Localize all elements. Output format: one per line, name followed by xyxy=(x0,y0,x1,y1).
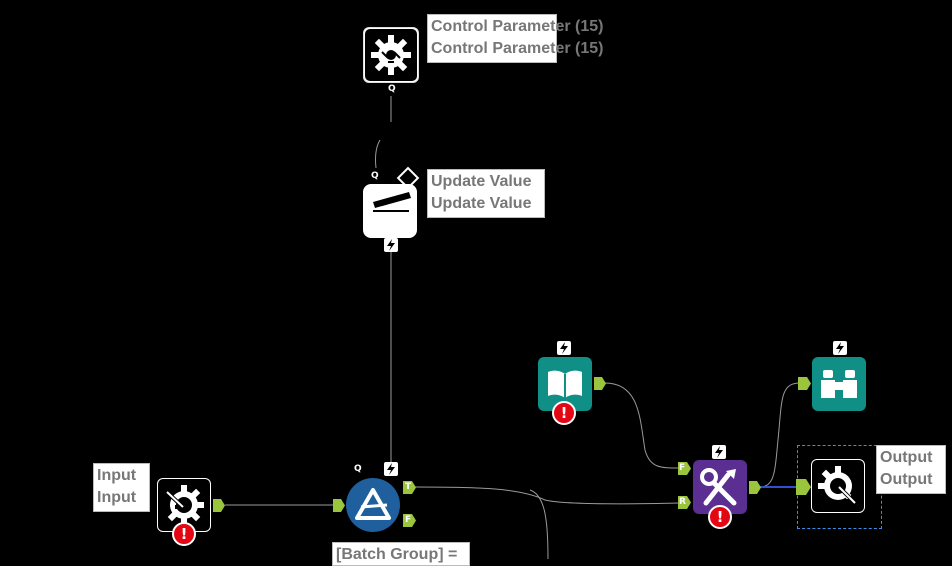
filter-tool[interactable] xyxy=(346,478,400,532)
input-label: Input Input xyxy=(93,463,150,512)
formula-output-anchor[interactable] xyxy=(749,481,761,494)
browse-bolt-anchor[interactable] xyxy=(833,341,847,355)
filter-true-tag: T xyxy=(405,482,412,492)
connection-book-to-formula xyxy=(604,382,681,469)
book-icon xyxy=(548,370,582,398)
label-line: Output xyxy=(880,471,933,488)
book-error-icon: ! xyxy=(552,401,576,425)
label-line: [Batch Group] = xyxy=(336,546,458,563)
formula-error-icon: ! xyxy=(708,505,732,529)
formula-r-input-anchor[interactable] xyxy=(678,496,691,509)
browse-tool[interactable] xyxy=(812,357,866,411)
connection-control-to-update-curve xyxy=(375,139,381,169)
connection-filter-to-formula xyxy=(414,486,681,505)
output-tool[interactable] xyxy=(811,459,865,513)
filter-label: [Batch Group] = xyxy=(332,542,470,566)
filter-true-anchor[interactable] xyxy=(403,481,416,494)
update-value-bolt-anchor[interactable] xyxy=(384,238,398,252)
label-line: Control Parameter (15) xyxy=(431,40,604,57)
formula-r-tag: R xyxy=(679,497,686,507)
binoculars-icon xyxy=(821,370,857,398)
connection-formula-to-browse xyxy=(759,382,801,488)
book-output-anchor[interactable] xyxy=(594,377,606,390)
label-line: Control Parameter (15) xyxy=(431,18,604,35)
filter-false-anchor[interactable] xyxy=(403,514,416,527)
output-input-anchor[interactable] xyxy=(796,479,811,495)
formula-f-input-anchor[interactable] xyxy=(678,462,691,475)
update-value-label: Update Value Update Value xyxy=(427,169,545,218)
formula-f-tag: F xyxy=(679,463,686,473)
clapboard-icon xyxy=(373,192,411,212)
label-line: Update Value xyxy=(431,195,532,212)
input-error-icon: ! xyxy=(172,522,196,546)
formula-wrench-icon xyxy=(700,468,737,506)
label-line: Update Value xyxy=(431,173,532,190)
control-parameter-tool[interactable] xyxy=(363,27,419,83)
macro-output-icon xyxy=(812,460,864,512)
label-line: Input xyxy=(97,467,137,484)
formula-bolt-anchor[interactable] xyxy=(712,445,726,459)
connection-filter-down xyxy=(529,489,549,559)
control-parameter-label: Control Parameter (15) Control Parameter… xyxy=(427,14,604,63)
filter-input-anchor[interactable] xyxy=(333,499,345,512)
filter-anchor-q[interactable]: Q xyxy=(354,464,362,474)
browse-input-anchor[interactable] xyxy=(798,377,811,390)
input-output-anchor[interactable] xyxy=(213,499,225,512)
filter-bolt-anchor[interactable] xyxy=(384,462,398,476)
gear-icon xyxy=(365,29,417,81)
filter-false-tag: F xyxy=(405,515,412,525)
output-label: Output Output xyxy=(876,445,946,494)
label-line: Output xyxy=(880,449,933,466)
book-bolt-anchor[interactable] xyxy=(557,341,571,355)
update-value-tool[interactable] xyxy=(363,184,417,238)
control-parameter-anchor-q[interactable]: Q xyxy=(388,84,396,94)
label-line: Input xyxy=(97,489,137,506)
filter-triangle-icon xyxy=(355,488,391,520)
formula-tool[interactable] xyxy=(693,460,747,514)
update-value-anchor-q[interactable]: Q xyxy=(371,171,379,181)
